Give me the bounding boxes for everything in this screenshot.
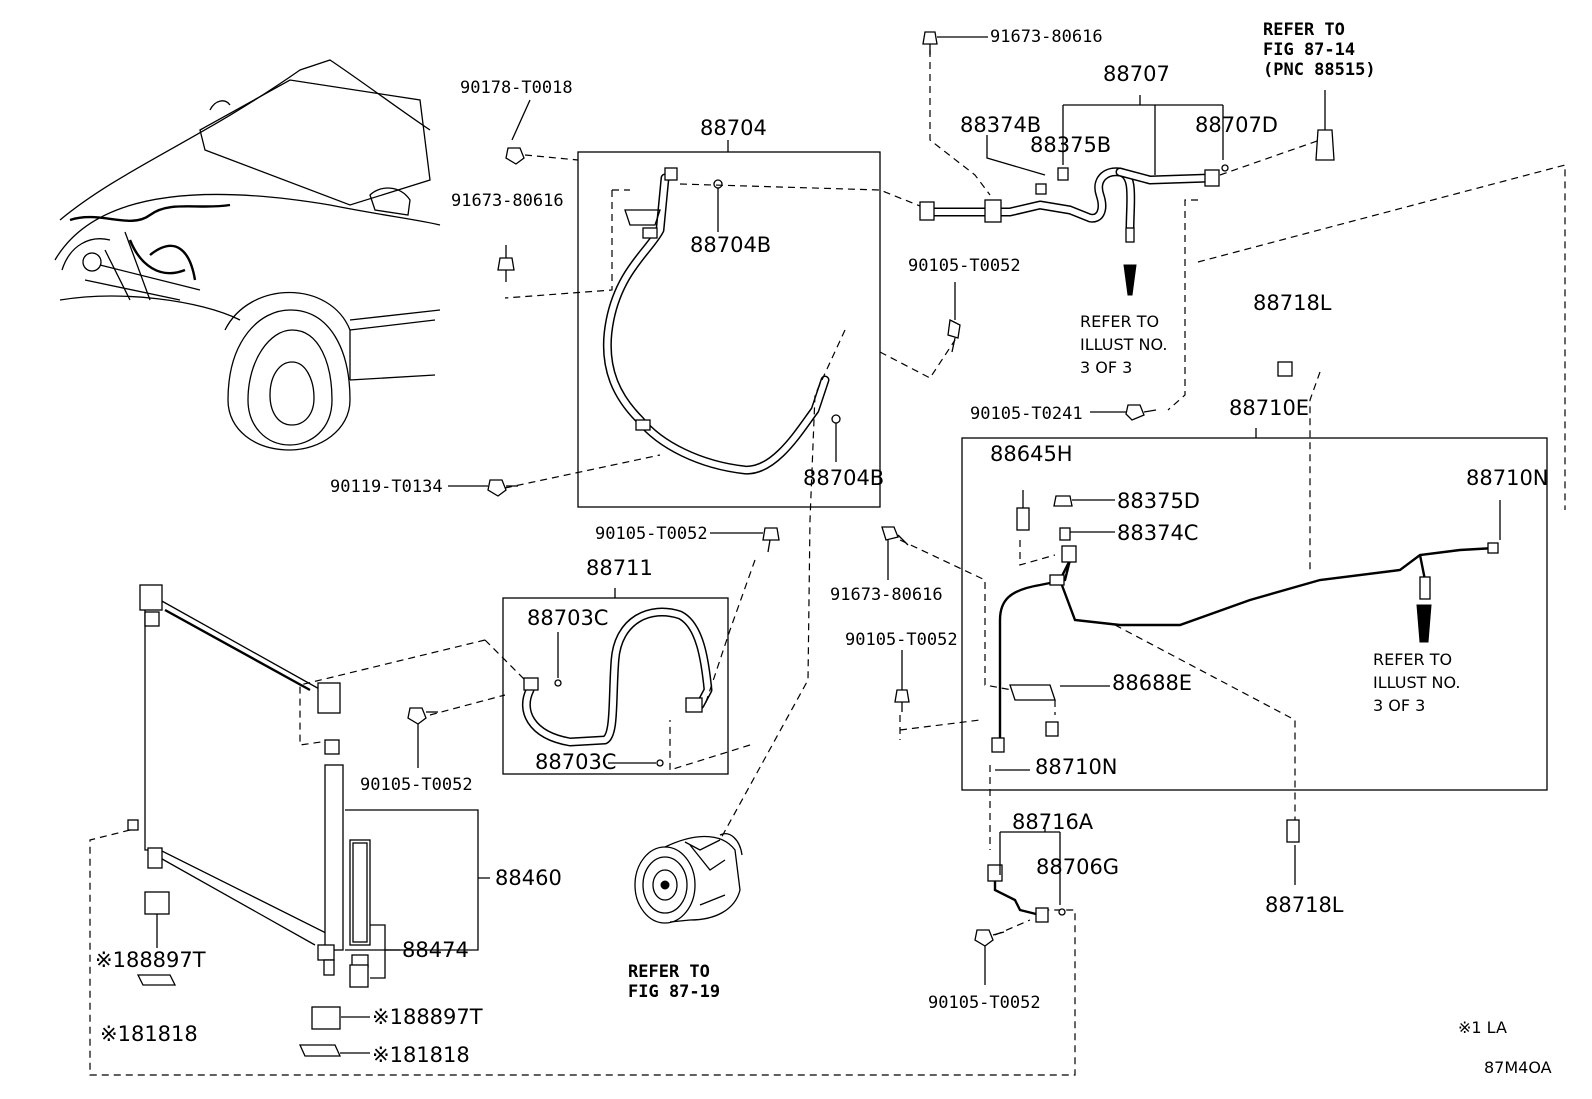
label-88710N-bottom: 88710N <box>1035 755 1118 779</box>
label-91673-80616-top: 91673-80616 <box>990 27 1103 47</box>
label-88374B: 88374B <box>960 113 1042 137</box>
label-88474: 88474 <box>402 938 469 962</box>
label-88704: 88704 <box>700 116 767 140</box>
label-88707: 88707 <box>1103 62 1170 86</box>
label-88706G: 88706G <box>1036 855 1120 879</box>
vehicle-illustration <box>54 59 441 451</box>
compressor <box>634 833 743 924</box>
label-88897T-left: ※188897T <box>95 948 206 972</box>
label-88710E: 88710E <box>1229 396 1310 420</box>
label-88707D: 88707D <box>1195 113 1278 137</box>
label-88703C-top: 88703C <box>527 606 609 630</box>
label-88375B: 88375B <box>1030 133 1112 157</box>
box-88704 <box>577 151 881 508</box>
part-88897T-right <box>311 1006 341 1030</box>
label-81818-right: ※181818 <box>372 1043 470 1067</box>
diagram-code: 87M4OA <box>1484 1058 1552 1077</box>
label-88710N-right: 88710N <box>1466 466 1549 490</box>
receiver-88474 <box>349 839 371 988</box>
label-88897T-right: ※188897T <box>372 1005 483 1029</box>
label-90105-T0052-c-left: 90105-T0052 <box>360 775 473 795</box>
label-90105-T0052-c: 90105-T0052 <box>845 630 958 650</box>
label-88375D: 88375D <box>1117 489 1200 513</box>
label-81818-left: ※181818 <box>100 1022 198 1046</box>
ref-fig-87-14: REFER TO FIG 87-14 (PNC 88515) <box>1263 20 1376 80</box>
label-88645H: 88645H <box>990 442 1073 466</box>
label-88718L-top: 88718L <box>1253 291 1332 315</box>
pipe-88707 <box>919 164 1229 243</box>
part-81818-left <box>136 974 177 986</box>
label-88703C-bottom: 88703C <box>535 750 617 774</box>
part-81818-right <box>298 1044 342 1057</box>
ref-fig-87-19: REFER TO FIG 87-19 <box>628 962 721 1002</box>
label-88711: 88711 <box>586 556 653 580</box>
part-88897T-left <box>144 891 170 915</box>
pipe-88716A <box>987 864 1066 923</box>
condenser-88460 <box>127 584 344 976</box>
label-90178-T0018: 90178-T0018 <box>460 78 573 98</box>
label-90105-T0052-b: 90105-T0052 <box>595 524 708 544</box>
label-88688E: 88688E <box>1112 671 1193 695</box>
label-88374C: 88374C <box>1117 521 1199 545</box>
ref-illust-3of3-right: REFER TO ILLUST NO. 3 OF 3 <box>1373 650 1461 715</box>
label-88704B-top: 88704B <box>690 233 772 257</box>
label-90105-T0052-a: 90105-T0052 <box>908 256 1021 276</box>
ref-illust-3of3-top: REFER TO ILLUST NO. 3 OF 3 <box>1080 312 1168 377</box>
label-88460: 88460 <box>495 866 562 890</box>
label-91673-80616-left: 91673-80616 <box>451 191 564 211</box>
hose-88704 <box>602 167 841 475</box>
label-91673-80616-mid: 91673-80616 <box>830 585 943 605</box>
box-88710E <box>961 437 1548 791</box>
fastener-icons <box>407 31 1335 985</box>
label-88716A: 88716A <box>1012 810 1094 834</box>
pipe-88710E <box>991 495 1499 753</box>
label-88718L-bottom: 88718L <box>1265 893 1344 917</box>
label-90105-T0241: 90105-T0241 <box>970 404 1083 424</box>
footnote-1-LA: ※1 LA <box>1458 1018 1507 1037</box>
label-88704B-bottom: 88704B <box>803 466 885 490</box>
label-90119-T0134: 90119-T0134 <box>330 477 443 497</box>
label-90105-T0052-e: 90105-T0052 <box>928 993 1041 1013</box>
hose-88711 <box>521 607 713 767</box>
